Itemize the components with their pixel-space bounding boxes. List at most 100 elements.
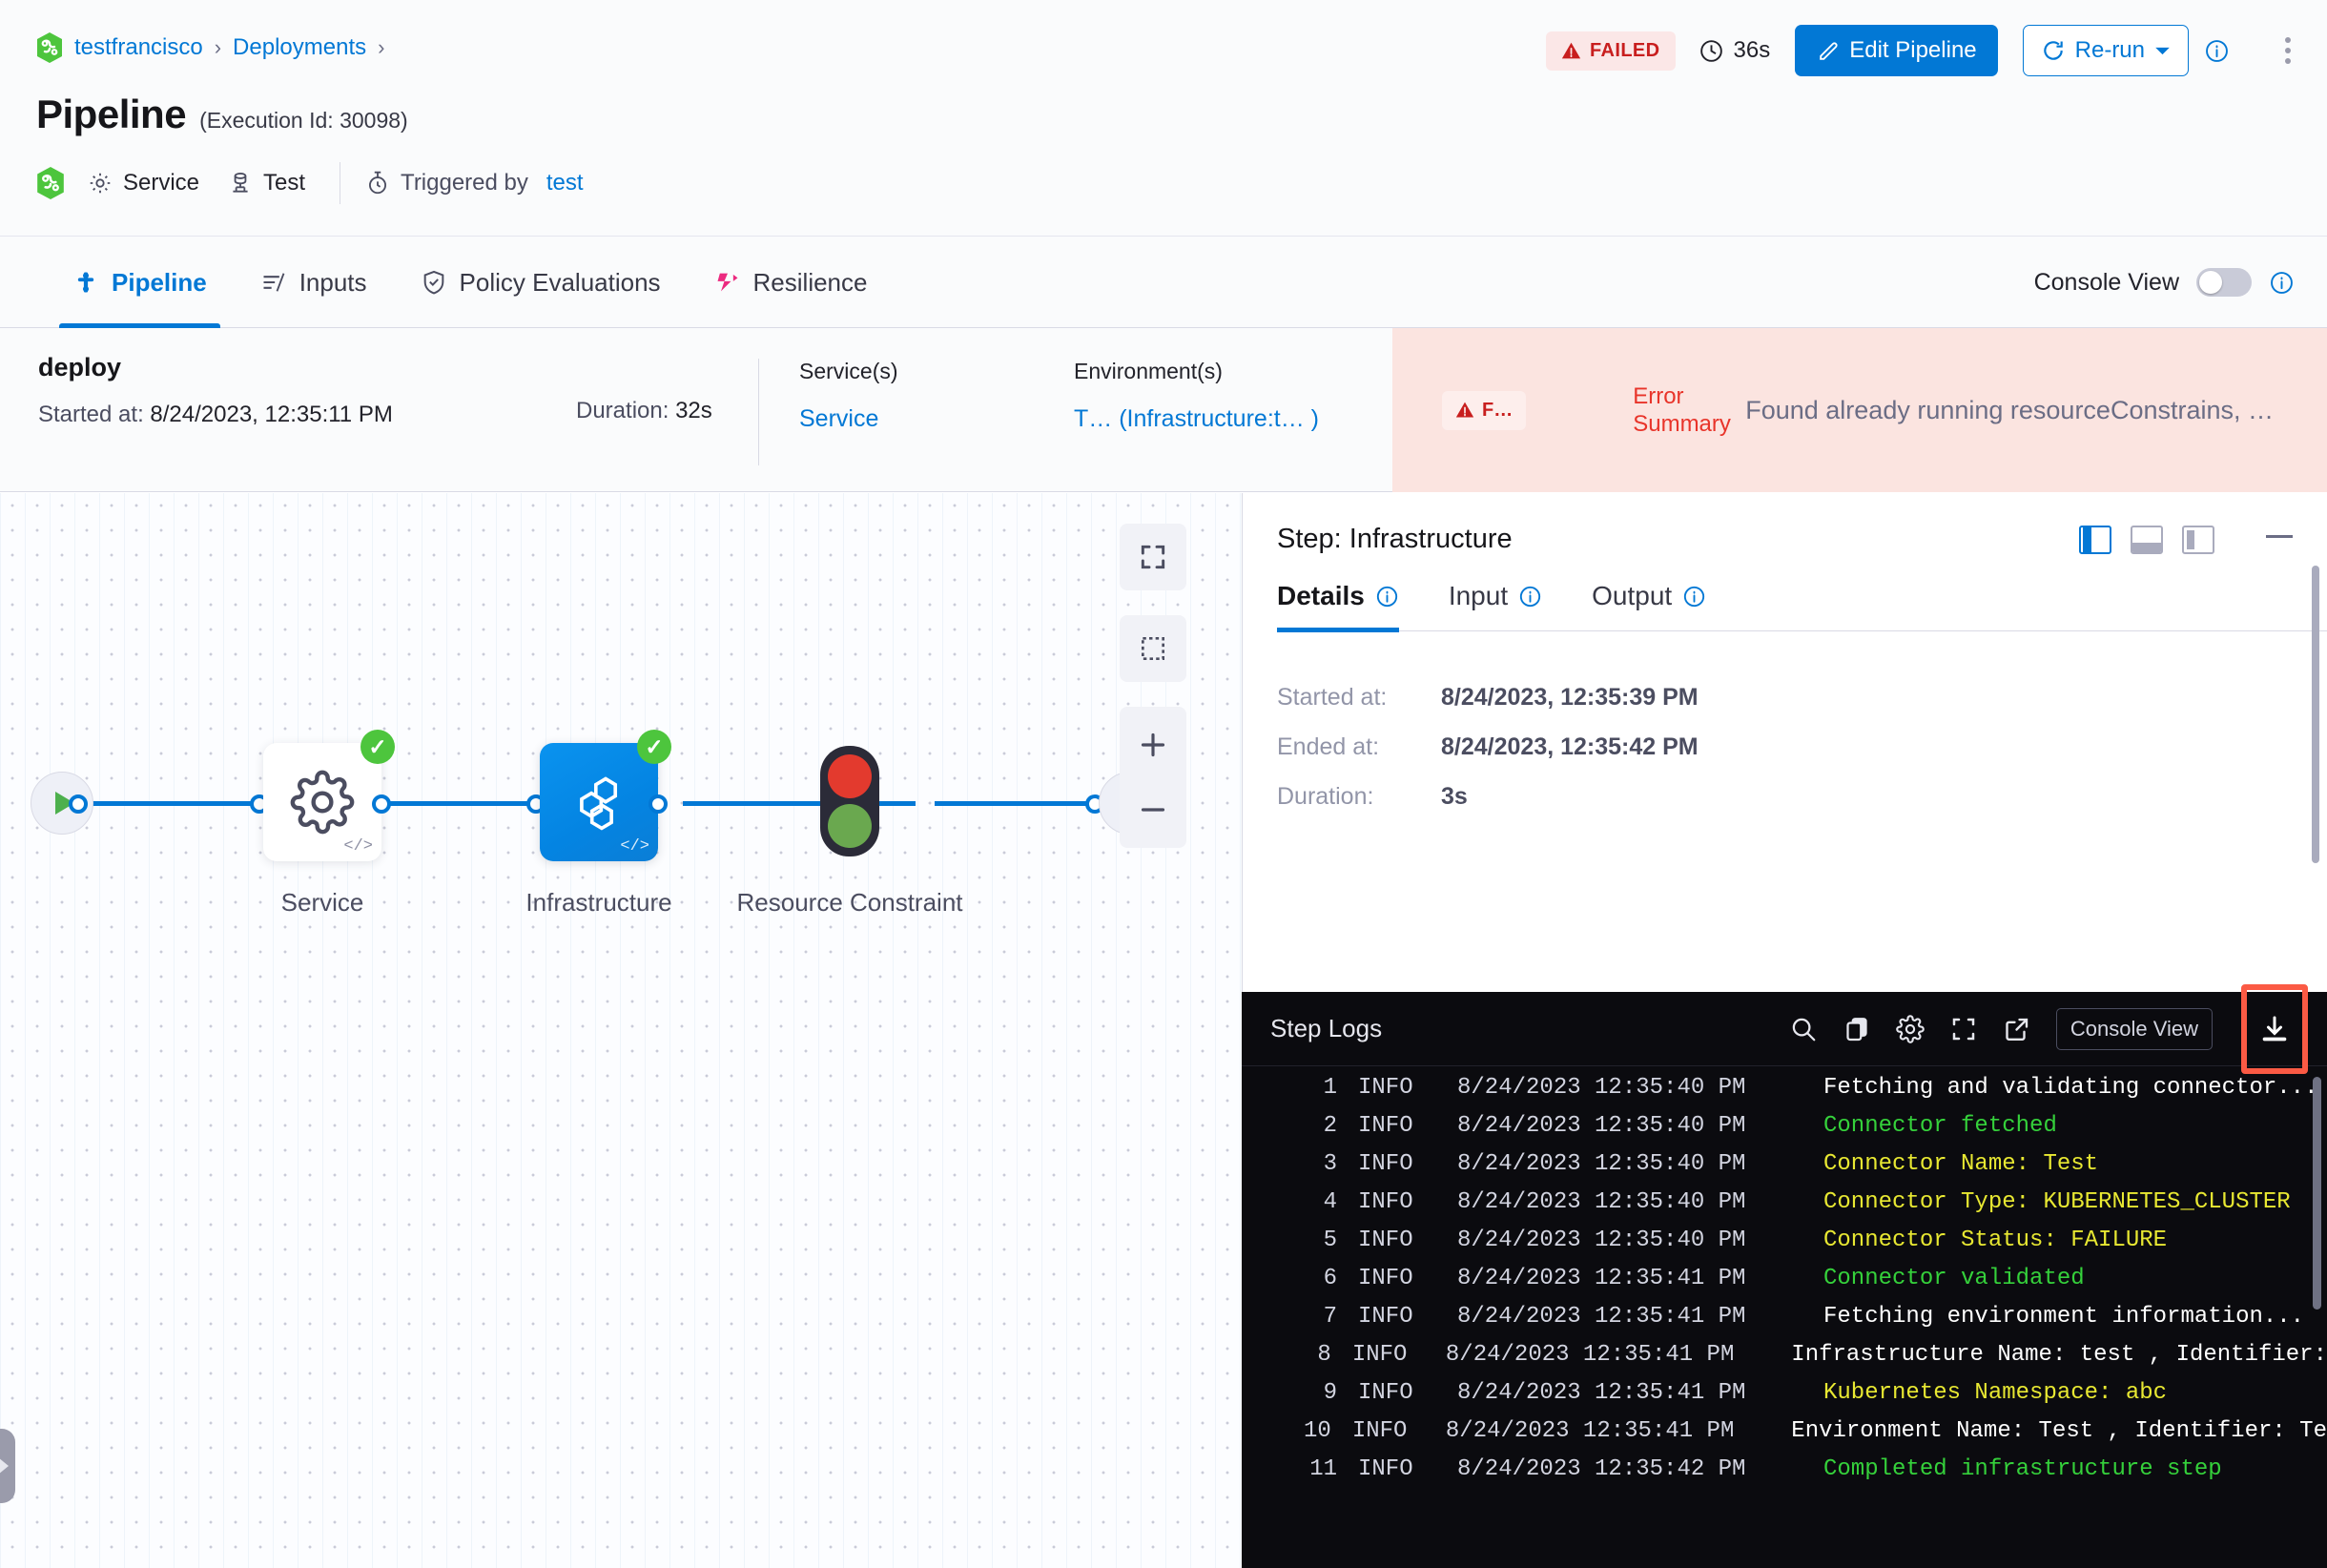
gear-icon[interactable] bbox=[1896, 1014, 1925, 1043]
environments-value[interactable]: T… (Infrastructure:t… ) bbox=[1074, 405, 1319, 432]
graph-grid bbox=[0, 493, 1242, 1568]
log-scrollbar[interactable] bbox=[2313, 1077, 2321, 1310]
download-icon bbox=[2258, 1013, 2291, 1045]
logs-console-view-button[interactable]: Console View bbox=[2055, 1007, 2213, 1050]
stage-info: deploy Started at: 8/24/2023, 12:35:11 P… bbox=[38, 353, 393, 428]
tab-policy-evaluations[interactable]: Policy Evaluations bbox=[394, 237, 688, 328]
tab-details[interactable]: Details bbox=[1277, 581, 1399, 632]
refresh-icon bbox=[2041, 38, 2066, 63]
environments-header: Environment(s) bbox=[1074, 359, 1223, 383]
log-line: 1 INFO 8/24/2023 12:35:40 PM Fetching an… bbox=[1242, 1075, 2327, 1113]
edit-pipeline-button[interactable]: Edit Pipeline bbox=[1795, 25, 1998, 76]
graph-node-resource-constraint[interactable] bbox=[820, 746, 879, 856]
log-level: INFO bbox=[1358, 1113, 1413, 1139]
copy-icon[interactable] bbox=[1843, 1015, 1871, 1043]
tab-input[interactable]: Input bbox=[1449, 581, 1542, 630]
log-message: Fetching and validating connector... bbox=[1823, 1075, 2318, 1101]
fit-to-screen-button[interactable] bbox=[1120, 524, 1186, 590]
log-message: Connector validated bbox=[1823, 1266, 2085, 1291]
download-logs-button[interactable] bbox=[2241, 983, 2308, 1074]
log-line: 9 INFO 8/24/2023 12:35:41 PM Kubernetes … bbox=[1242, 1380, 2327, 1418]
breadcrumb-item-deployments[interactable]: Deployments bbox=[233, 34, 367, 60]
log-level: INFO bbox=[1351, 1418, 1408, 1444]
pipeline-graph-canvas[interactable]: ✓ </> Service ✓ </> Infrastructure Resou… bbox=[0, 493, 1242, 1568]
tab-resilience[interactable]: Resilience bbox=[688, 237, 895, 328]
stage-duration: Duration: 32s bbox=[576, 398, 712, 424]
services-value[interactable]: Service bbox=[799, 405, 879, 432]
detail-value: 8/24/2023, 12:35:42 PM bbox=[1441, 733, 1699, 760]
info-icon[interactable] bbox=[1375, 585, 1399, 609]
status-badge: FAILED bbox=[1546, 31, 1676, 71]
stage-started-label: Started at: bbox=[38, 402, 144, 427]
zoom-out-button[interactable] bbox=[1120, 777, 1186, 842]
step-logs-body[interactable]: 1 INFO 8/24/2023 12:35:40 PM Fetching an… bbox=[1242, 1067, 2327, 1568]
console-view-info-icon[interactable] bbox=[2269, 270, 2295, 296]
tab-pipeline-label: Pipeline bbox=[112, 267, 207, 297]
log-level: INFO bbox=[1358, 1266, 1413, 1291]
graph-toolbar bbox=[1120, 524, 1186, 848]
more-options-button[interactable] bbox=[2279, 31, 2296, 70]
triggered-by-label: Triggered by bbox=[401, 170, 528, 196]
error-summary-band: F… Error Summary Found already running r… bbox=[1392, 328, 2327, 492]
re-run-label: Re-run bbox=[2074, 37, 2145, 63]
breadcrumb-item-project[interactable]: testfrancisco bbox=[74, 34, 203, 60]
info-icon[interactable] bbox=[1682, 585, 1706, 609]
log-message: Completed infrastructure step bbox=[1823, 1456, 2222, 1482]
layout-left-panel-icon[interactable] bbox=[2182, 526, 2214, 554]
re-run-button[interactable]: Re-run bbox=[2022, 25, 2189, 76]
tab-policy-evaluations-label: Policy Evaluations bbox=[459, 267, 661, 297]
page-title: Pipeline bbox=[36, 92, 187, 136]
console-view-switch[interactable] bbox=[2196, 268, 2252, 297]
error-status-chip[interactable]: F… bbox=[1442, 390, 1527, 430]
triggered-by-user[interactable]: test bbox=[546, 170, 584, 196]
open-external-icon[interactable] bbox=[2003, 1015, 2031, 1043]
plus-icon bbox=[1136, 728, 1170, 762]
log-timestamp: 8/24/2023 12:35:42 PM bbox=[1457, 1456, 1746, 1482]
error-status-chip-label: F… bbox=[1482, 399, 1514, 421]
tab-output[interactable]: Output bbox=[1592, 581, 1706, 630]
tab-pipeline[interactable]: Pipeline bbox=[46, 237, 234, 328]
log-message: Fetching environment information... bbox=[1823, 1304, 2305, 1330]
search-icon[interactable] bbox=[1789, 1015, 1818, 1043]
log-line: 7 INFO 8/24/2023 12:35:41 PM Fetching en… bbox=[1242, 1304, 2327, 1342]
breadcrumb-separator: › bbox=[214, 35, 222, 59]
sidebar-collapse-handle[interactable] bbox=[0, 1429, 15, 1503]
graph-node-service[interactable]: ✓ </> bbox=[263, 730, 395, 861]
execution-id: (Execution Id: 30098) bbox=[199, 108, 408, 133]
zoom-in-button[interactable] bbox=[1120, 712, 1186, 777]
layout-bottom-panel-icon[interactable] bbox=[2131, 526, 2163, 554]
pipeline-icon bbox=[72, 269, 99, 296]
select-area-button[interactable] bbox=[1120, 615, 1186, 682]
step-panel-scrollbar[interactable] bbox=[2312, 566, 2319, 863]
execution-meta-row: Service Test Triggered by test bbox=[36, 162, 612, 204]
log-line-number: 10 bbox=[1304, 1418, 1331, 1444]
info-icon[interactable] bbox=[1518, 585, 1542, 609]
stage-started-value: 8/24/2023, 12:35:11 PM bbox=[150, 402, 393, 427]
step-panel-header: Step: Infrastructure bbox=[1243, 493, 2327, 585]
graph-node-infrastructure[interactable]: ✓ </> bbox=[540, 730, 671, 861]
trigger-clock-icon bbox=[365, 170, 390, 196]
warning-triangle-icon-small bbox=[1455, 401, 1474, 420]
log-timestamp: 8/24/2023 12:35:40 PM bbox=[1457, 1228, 1746, 1253]
inputs-icon bbox=[260, 269, 287, 296]
fullscreen-icon[interactable] bbox=[1949, 1015, 1978, 1043]
log-line: 2 INFO 8/24/2023 12:35:40 PM Connector f… bbox=[1242, 1113, 2327, 1151]
breadcrumb-separator-2: › bbox=[378, 35, 385, 59]
minimize-panel-button[interactable] bbox=[2266, 535, 2293, 538]
zoom-controls bbox=[1120, 707, 1186, 848]
stage-started: Started at: 8/24/2023, 12:35:11 PM bbox=[38, 402, 393, 428]
layout-right-panel-icon[interactable] bbox=[2079, 526, 2111, 554]
pencil-icon bbox=[1816, 39, 1840, 63]
graph-node-resource-constraint-label: Resource Constraint bbox=[736, 888, 963, 917]
tab-inputs[interactable]: Inputs bbox=[234, 237, 394, 328]
stage-divider bbox=[758, 359, 759, 465]
chevron-down-icon bbox=[2154, 45, 2171, 57]
environment-icon bbox=[228, 171, 253, 196]
gear-icon bbox=[290, 770, 355, 835]
harness-logo-icon bbox=[36, 32, 63, 63]
log-line-number: 6 bbox=[1323, 1266, 1337, 1291]
rerun-info-icon[interactable] bbox=[2204, 38, 2230, 64]
error-summary-text: Found already running resourceConstrains… bbox=[1745, 395, 2275, 424]
log-level: INFO bbox=[1351, 1342, 1408, 1368]
stage-name: deploy bbox=[38, 353, 122, 382]
